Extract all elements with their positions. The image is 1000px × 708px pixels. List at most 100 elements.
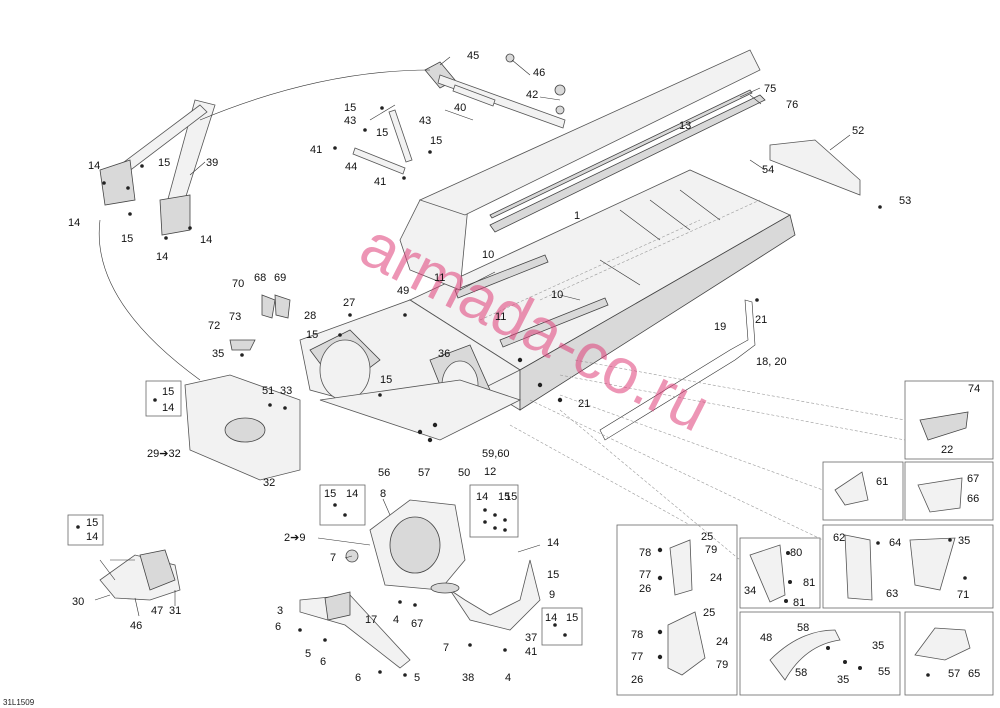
callout-69: 69 xyxy=(274,272,286,284)
lower-left-bracket xyxy=(99,549,181,601)
callout-77: 77 xyxy=(631,651,643,663)
callout-35: 35 xyxy=(212,348,224,360)
callout-10: 10 xyxy=(551,289,563,301)
callout-17: 17 xyxy=(365,614,377,626)
callout-43: 43 xyxy=(344,115,356,127)
callout-11: 11 xyxy=(434,272,445,284)
callout-26: 26 xyxy=(639,583,651,595)
callout-38: 38 xyxy=(462,672,474,684)
callout-15: 15 xyxy=(505,491,517,503)
callout-49: 49 xyxy=(397,285,409,297)
callout-24: 24 xyxy=(716,636,728,648)
callout-50: 50 xyxy=(458,467,470,479)
callout-79: 79 xyxy=(716,659,728,671)
callout-25: 25 xyxy=(703,607,715,619)
callout-28: 28 xyxy=(304,310,316,322)
callout-4: 4 xyxy=(393,614,399,626)
callout-77: 77 xyxy=(639,569,651,581)
callout-34: 34 xyxy=(744,585,756,597)
callout-15: 15 xyxy=(158,157,170,169)
callout-58: 58 xyxy=(795,667,807,679)
callout-71: 71 xyxy=(957,589,969,601)
callout-6: 6 xyxy=(275,621,281,633)
inset-boxes xyxy=(67,380,994,696)
callout-5: 5 xyxy=(414,672,420,684)
callout-55: 55 xyxy=(878,666,890,678)
callout-14: 14 xyxy=(476,491,488,503)
callout-31: 31 xyxy=(169,605,181,617)
callout-24: 24 xyxy=(710,572,722,584)
callout-43: 43 xyxy=(419,115,431,127)
callout-leaders xyxy=(94,56,851,617)
callout-10: 10 xyxy=(482,249,494,261)
callout-7: 7 xyxy=(443,642,449,654)
callout-40: 40 xyxy=(454,102,466,114)
callout-74: 74 xyxy=(968,383,980,395)
callout-14: 14 xyxy=(200,234,212,246)
callout-52: 52 xyxy=(852,125,864,137)
callout-15: 15 xyxy=(430,135,442,147)
callout-48: 48 xyxy=(760,632,772,644)
callout-15: 15 xyxy=(86,517,98,529)
callout-18-20: 18, 20 xyxy=(756,356,787,368)
callout-68: 68 xyxy=(254,272,266,284)
callout-8: 8 xyxy=(380,488,386,500)
steering-links xyxy=(352,53,566,175)
callout-15: 15 xyxy=(344,102,356,114)
callout-19: 19 xyxy=(714,321,726,333)
callout-33: 33 xyxy=(280,385,292,397)
callout-58: 58 xyxy=(797,622,809,634)
callout-14: 14 xyxy=(162,402,174,414)
callout-75: 75 xyxy=(764,83,776,95)
callout-61: 61 xyxy=(876,476,888,488)
callout-13: 13 xyxy=(679,120,691,132)
callout-15: 15 xyxy=(566,612,578,624)
callout-67: 67 xyxy=(411,618,423,630)
callout-67: 67 xyxy=(967,473,979,485)
callout-57: 57 xyxy=(418,467,430,479)
callout-15: 15 xyxy=(547,569,559,581)
callout-42: 42 xyxy=(526,89,538,101)
callout-3: 3 xyxy=(277,605,283,617)
callout-14: 14 xyxy=(68,217,80,229)
callout-65: 65 xyxy=(968,668,980,680)
drawing-code: 31L1509 xyxy=(3,698,35,707)
callout-15: 15 xyxy=(306,329,318,341)
callout-11: 11 xyxy=(495,311,506,323)
callout-78: 78 xyxy=(631,629,643,641)
callout-7: 7 xyxy=(330,552,336,564)
callout-15: 15 xyxy=(121,233,133,245)
front-bumper-assembly xyxy=(184,294,301,481)
callout-29-32: 29➔32 xyxy=(147,448,181,460)
callout-2-9: 2➔9 xyxy=(284,532,305,544)
callout-5: 5 xyxy=(305,648,311,660)
callout-44: 44 xyxy=(345,161,357,173)
callout-15: 15 xyxy=(498,491,510,503)
callout-35: 35 xyxy=(872,640,884,652)
callout-35: 35 xyxy=(837,674,849,686)
callout-4: 4 xyxy=(505,672,511,684)
callout-37: 37 xyxy=(525,632,537,644)
callout-21: 21 xyxy=(578,398,590,410)
callout-15: 15 xyxy=(162,386,174,398)
callout-41: 41 xyxy=(525,646,537,658)
callout-14: 14 xyxy=(88,160,100,172)
callout-81: 81 xyxy=(803,577,815,589)
callout-80: 80 xyxy=(790,547,802,559)
callout-59-60: 59,60 xyxy=(482,448,510,460)
callout-63: 63 xyxy=(886,588,898,600)
callout-72: 72 xyxy=(208,320,220,332)
callout-35: 35 xyxy=(958,535,970,547)
callout-51: 51 xyxy=(262,385,274,397)
upper-column xyxy=(99,99,216,236)
callout-14: 14 xyxy=(547,537,559,549)
callout-15: 15 xyxy=(376,127,388,139)
callout-41: 41 xyxy=(374,176,386,188)
callout-14: 14 xyxy=(545,612,557,624)
callout-53: 53 xyxy=(899,195,911,207)
callout-12: 12 xyxy=(484,466,496,478)
fasteners xyxy=(76,106,967,677)
callout-47: 47 xyxy=(151,605,163,617)
callout-56: 56 xyxy=(378,467,390,479)
callout-14: 14 xyxy=(156,251,168,263)
